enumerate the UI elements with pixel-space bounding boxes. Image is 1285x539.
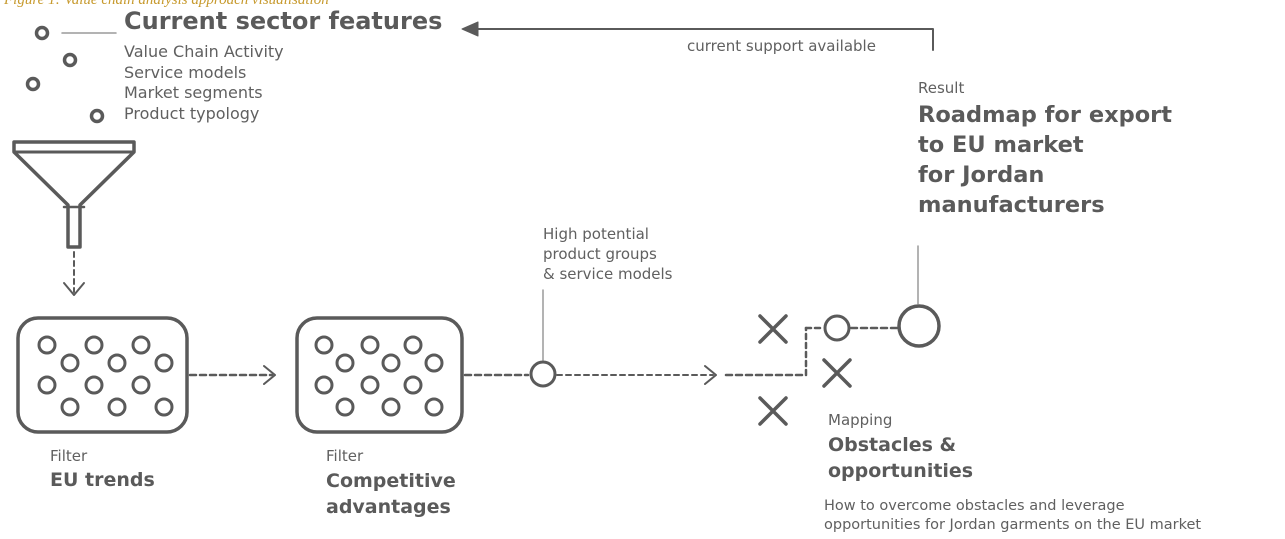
mapping-title-line: Obstacles & (828, 434, 957, 456)
high-potential-node (529, 360, 557, 388)
feature-item: Value Chain Activity (124, 42, 284, 61)
high-potential-line: product groups (543, 245, 657, 263)
feature-item: Market segments (124, 83, 263, 102)
obstacle-x-icon-2 (822, 358, 852, 388)
filter-box-eu-trends (16, 316, 189, 434)
filter-competitive-title-line: advantages (326, 496, 451, 518)
result-title: Roadmap for export to EU market for Jord… (918, 100, 1172, 220)
current-features-title: Current sector features (124, 7, 443, 35)
obstacle-x-icon-1 (758, 314, 788, 344)
result-node (897, 304, 941, 348)
description-line: How to overcome obstacles and leverage (824, 498, 1125, 514)
mapping-description: How to overcome obstacles and leverage o… (824, 497, 1201, 535)
mapping-node (823, 314, 851, 342)
filter-box-competitive (295, 316, 464, 434)
filter-eu-label: Filter (50, 447, 88, 465)
mapping-title-line: opportunities (828, 460, 974, 482)
feature-circle-2 (62, 52, 78, 68)
current-features-list: Value Chain Activity Service models Mark… (124, 42, 284, 124)
figure-caption: Figure 1: Value chain analysis approach … (4, 0, 329, 8)
filter-competitive-title: Competitive advantages (326, 468, 456, 520)
filter-competitive-title-line: Competitive (326, 470, 456, 492)
result-title-line: for Jordan (918, 162, 1045, 188)
feature-item: Product typology (124, 103, 260, 123)
description-line: opportunities for Jordan garments on the… (824, 517, 1202, 533)
filter-eu-title: EU trends (50, 469, 155, 491)
high-potential-label: High potential product groups & service … (543, 224, 673, 284)
high-potential-line: & service models (543, 265, 673, 283)
feature-item: Service models (124, 62, 247, 82)
feature-circle-4 (89, 108, 105, 124)
result-title-line: to EU market (918, 132, 1084, 158)
support-label: current support available (687, 37, 876, 55)
mapping-title: Obstacles & opportunities (828, 432, 973, 484)
obstacle-x-icon-3 (758, 396, 788, 426)
result-title-line: manufacturers (918, 192, 1105, 218)
feedback-arrow (474, 28, 934, 51)
mapping-label: Mapping (828, 411, 893, 429)
filter-competitive-label: Filter (326, 447, 364, 465)
feature-circle-3 (25, 76, 41, 92)
funnel-icon (12, 140, 136, 249)
feature-circle-1 (34, 25, 50, 41)
high-potential-line: High potential (543, 225, 649, 243)
result-title-line: Roadmap for export (918, 102, 1173, 128)
result-label: Result (918, 79, 965, 97)
